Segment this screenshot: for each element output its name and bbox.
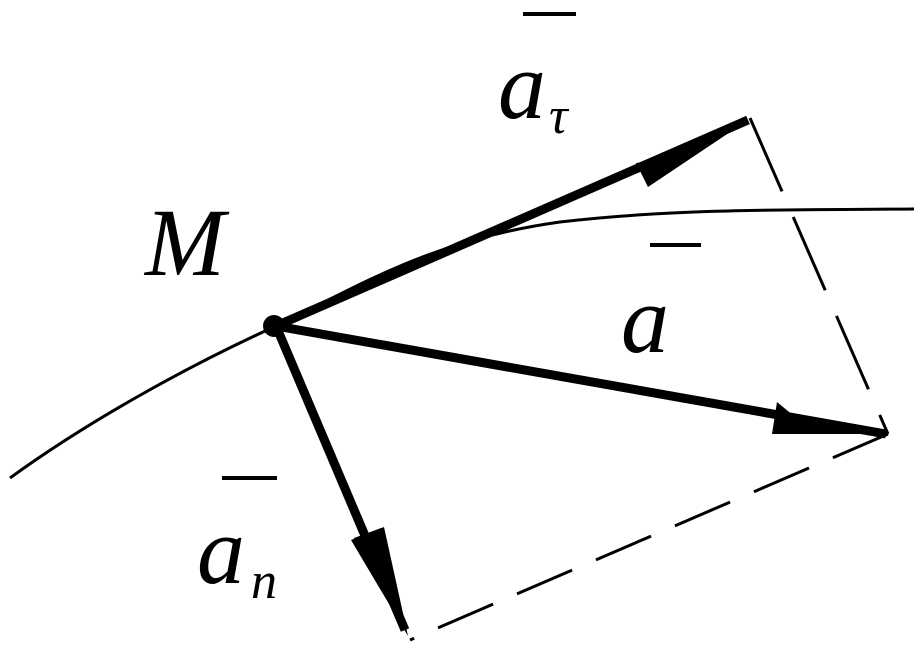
point-label: M (143, 189, 230, 296)
trajectory-curve (9, 207, 915, 480)
construction-line-top (748, 117, 890, 435)
normal-label-subscript: n (251, 553, 277, 610)
total-label: a (621, 266, 669, 373)
construction-line-bottom (409, 432, 889, 642)
tangential-label-base: a (498, 32, 546, 139)
tangential-label-subscript: τ (549, 88, 570, 145)
normal-label-base: a (197, 497, 245, 604)
total-arrowhead (772, 402, 886, 434)
point-m-marker (263, 315, 285, 337)
